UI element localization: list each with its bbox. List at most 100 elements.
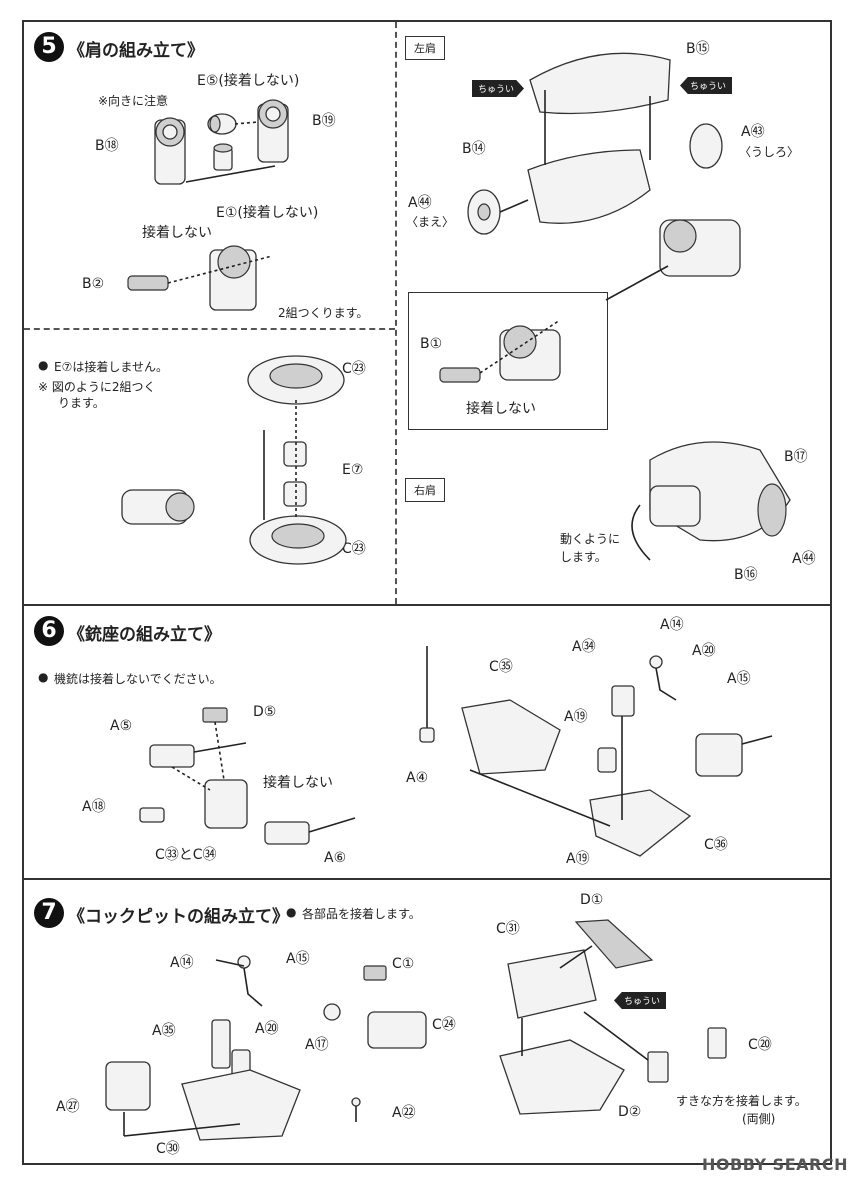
page-frame — [22, 20, 832, 1165]
shoulder-joint-inset — [408, 292, 608, 430]
pilot-figure-a14 — [649, 655, 677, 701]
hobby-search-watermark: HOBBY SEARCH — [702, 1155, 848, 1174]
divider-step5-step6 — [22, 604, 832, 606]
step6-label-a19-top: A⑲ — [564, 709, 588, 725]
c33-c34-mount — [204, 779, 248, 829]
step7-label-a35: A㉟ — [152, 1023, 176, 1039]
step7-label-a15: A⑮ — [286, 951, 310, 967]
step7-label-a17: A⑰ — [305, 1037, 329, 1053]
step7-label-a20: A⑳ — [255, 1021, 279, 1037]
step6-number: 6 — [34, 616, 64, 646]
step6-label-c33-c34: C㉝とC㉞ — [155, 847, 217, 863]
d5-part — [202, 707, 228, 723]
c20-part — [707, 1027, 727, 1059]
step7-label-d2: D② — [618, 1104, 642, 1120]
step5-note-two-sets-fig: ※ 図のように2組つく — [38, 380, 156, 394]
step6-label-a20: A⑳ — [692, 643, 716, 659]
step7-label-c24: C㉔ — [432, 1017, 456, 1033]
step7-label-a14: A⑭ — [170, 955, 194, 971]
c35-part — [461, 699, 561, 775]
step7-note-either1: すきな方を接着します。 — [676, 1094, 807, 1108]
a34-part — [611, 685, 635, 717]
step5-label-movable1: 動くように — [560, 532, 621, 546]
a17-part — [323, 1003, 341, 1021]
a43-back-disc — [689, 123, 723, 169]
b2-shaft — [127, 245, 257, 311]
a4-antenna — [419, 646, 435, 743]
step5-label-a44-front: 〈まえ〉 — [406, 215, 455, 229]
step5-label-c23-bottom: C㉓ — [342, 541, 366, 557]
step5-note-two-sets: 2組つくります。 — [278, 306, 369, 320]
b19-shoulder-bracket — [257, 99, 289, 163]
a19-part — [597, 747, 617, 773]
gun-turret — [695, 733, 773, 777]
pilot-figure-a20 — [215, 955, 263, 1007]
a18-pin — [139, 807, 165, 823]
step5-label-c23-top: C㉓ — [342, 361, 366, 377]
step5-note-two-sets-fig2: ります。 — [58, 396, 105, 410]
a27-part — [105, 1061, 151, 1111]
step5-note-direction: ※向きに注意 — [98, 94, 169, 108]
step7-label-c30: C㉚ — [156, 1141, 180, 1157]
step7-label-c20: C⑳ — [748, 1037, 772, 1053]
e5-polycap — [207, 113, 237, 135]
c36-seat-base — [589, 789, 692, 857]
a22-lever — [351, 1097, 361, 1122]
step7-label-c31: C㉛ — [496, 921, 520, 937]
a6-gun — [264, 817, 356, 845]
step6-label-a34: A㉞ — [572, 639, 596, 655]
step5-label-b17: B⑰ — [784, 449, 808, 465]
left-shoulder-joint — [659, 219, 741, 277]
c23-lower-ring — [249, 515, 347, 565]
step7-note-either2: (両側) — [742, 1112, 776, 1126]
divider-step6-step7 — [22, 878, 832, 880]
step7-label-c1: C① — [392, 956, 415, 972]
step5-label-b1: B① — [420, 336, 443, 352]
step5-label-b14: B⑭ — [462, 141, 486, 157]
d2-part — [647, 1051, 669, 1083]
step7-note: 各部品を接着します。 — [302, 907, 421, 921]
b18-shoulder-bracket — [154, 117, 186, 185]
right-shoulder-tag: 右肩 — [405, 478, 445, 502]
step5-label-a44: A㊹ — [408, 195, 432, 211]
step5-note-e7: E⑦は接着しません。 — [54, 360, 168, 374]
step5-label-a44-right: A㊹ — [792, 551, 816, 567]
step5-title: 《肩の組み立て》 — [68, 41, 204, 61]
step6-label-a4: A④ — [406, 770, 429, 786]
step6-label-c36: C㊱ — [704, 837, 728, 853]
b1-shaft — [439, 325, 561, 383]
cockpit-assembly — [499, 1039, 625, 1115]
step7-label-a22: A㉒ — [392, 1105, 416, 1121]
step6-label-a15: A⑮ — [727, 671, 751, 687]
b15-shoulder-cover — [529, 52, 671, 115]
e1-polycap — [213, 143, 233, 171]
step5-label-a43-back: 〈うしろ〉 — [739, 145, 800, 159]
step5-note-e7-bullet: ● — [38, 358, 49, 372]
step5-label-b18: B⑱ — [95, 138, 119, 154]
step5-label-b19: B⑲ — [312, 113, 336, 129]
step5-label-e5: E⑤(接着しない) — [197, 73, 300, 89]
step6-note: 機銃は接着しないでください。 — [54, 672, 222, 686]
a44-front-fan — [467, 189, 501, 235]
divider-step5-vertical — [395, 22, 397, 604]
shoulder-joint-arm — [121, 489, 195, 525]
step7-title: 《コックピットの組み立て》 — [68, 907, 289, 927]
left-shoulder-tag: 左肩 — [405, 36, 445, 60]
rotation-arrow — [631, 504, 651, 561]
step5-label-b16: B⑯ — [734, 567, 758, 583]
step6-label-a19-bottom: A⑲ — [566, 851, 590, 867]
step7-label-d1: D① — [580, 892, 604, 908]
divider-step5-horizontal — [24, 328, 395, 330]
step6-note-bullet: ● — [38, 670, 49, 684]
c30-cockpit-base — [181, 1069, 301, 1141]
step5-label-movable2: します。 — [560, 550, 607, 564]
step6-label-no-glue: 接着しない — [263, 775, 333, 791]
step5-label-e7: E⑦ — [342, 462, 364, 478]
step6-label-a5: A⑤ — [110, 718, 133, 734]
caution-arrow-cockpit: ちゅうい — [614, 992, 667, 1009]
b14-shoulder-shell — [527, 149, 651, 224]
step5-label-e1: E①(接着しない) — [216, 205, 319, 221]
step7-number: 7 — [34, 898, 64, 928]
right-shoulder-assembly — [649, 441, 791, 542]
